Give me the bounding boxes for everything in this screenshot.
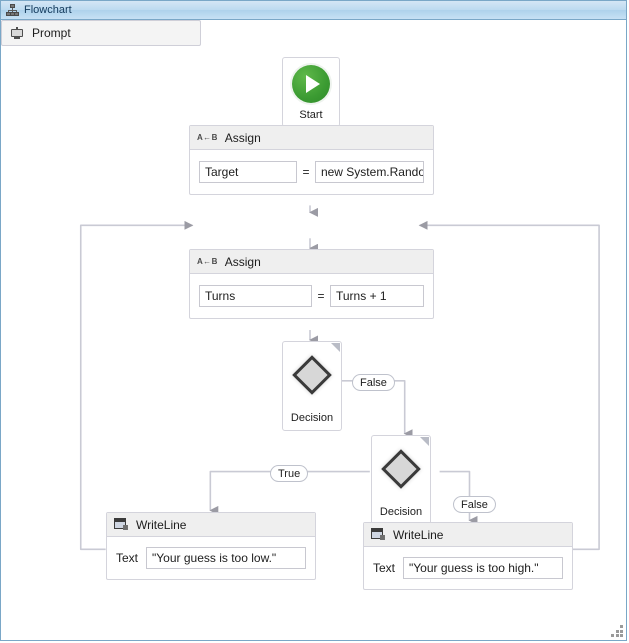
writeline-low-text-field[interactable]: "Your guess is too low." xyxy=(146,547,306,569)
assign-turns-operator: = xyxy=(317,289,325,303)
assign-turns-title: Assign xyxy=(224,254,261,269)
node-assign-turns[interactable]: A←B Assign Turns = Turns + 1 xyxy=(189,249,434,319)
window-title: Flowchart xyxy=(24,3,72,16)
decision-2-label: Decision xyxy=(379,506,423,518)
prompt-title: Prompt xyxy=(32,26,71,40)
diamond-icon xyxy=(381,449,421,489)
assign-target-body: Target = new System.Random xyxy=(190,150,433,194)
assign-target-title: Assign xyxy=(224,130,261,145)
branch-label-decision2-true: True xyxy=(270,465,309,482)
assign-turns-left-field[interactable]: Turns xyxy=(199,285,312,307)
writeline-high-title: WriteLine xyxy=(393,527,444,542)
wire-writeline-high-loopback xyxy=(418,220,600,551)
writeline-high-field-label: Text xyxy=(373,561,396,575)
branch-label-decision1-false: False xyxy=(352,374,395,391)
assign-target-left-field[interactable]: Target xyxy=(199,161,297,183)
node-writeline-low[interactable]: WriteLine Text "Your guess is too low." xyxy=(106,512,316,580)
node-assign-target[interactable]: A←B Assign Target = new System.Random xyxy=(189,125,434,195)
assign-turns-right-field[interactable]: Turns + 1 xyxy=(330,285,424,307)
window-titlebar: Flowchart xyxy=(1,1,626,20)
writeline-icon xyxy=(371,528,386,541)
wire-writeline-low-loopback xyxy=(79,220,194,551)
monitor-icon xyxy=(10,26,24,40)
decision-1-label: Decision xyxy=(290,412,334,424)
assign-target-operator: = xyxy=(302,165,310,179)
node-decision-1[interactable]: Decision xyxy=(282,341,342,431)
decision-corner-marker-icon xyxy=(420,437,429,446)
writeline-low-field-label: Text xyxy=(116,551,139,565)
node-writeline-high[interactable]: WriteLine Text "Your guess is too high." xyxy=(363,522,573,590)
diamond-icon xyxy=(292,355,332,395)
node-start[interactable]: Start xyxy=(282,57,340,127)
writeline-low-body: Text "Your guess is too low." xyxy=(107,537,315,579)
writeline-low-header: WriteLine xyxy=(107,513,315,537)
flowchart-icon xyxy=(6,4,19,16)
writeline-high-body: Text "Your guess is too high." xyxy=(364,547,572,589)
assign-target-right-field[interactable]: new System.Random xyxy=(314,161,424,183)
writeline-high-text-field[interactable]: "Your guess is too high." xyxy=(403,557,563,579)
writeline-low-title: WriteLine xyxy=(136,517,187,532)
branch-label-decision2-false: False xyxy=(453,496,496,513)
node-decision-2[interactable]: Decision xyxy=(371,435,431,525)
decision-corner-marker-icon xyxy=(331,343,340,352)
node-prompt[interactable]: Prompt xyxy=(1,20,201,46)
assign-ab-icon: A←B xyxy=(197,256,218,266)
writeline-high-header: WriteLine xyxy=(364,523,572,547)
assign-turns-header: A←B Assign xyxy=(190,250,433,274)
start-label: Start xyxy=(299,109,323,121)
play-icon xyxy=(292,65,330,103)
flowchart-canvas[interactable]: False True False Start A←B Assign Target… xyxy=(1,20,626,640)
assign-turns-body: Turns = Turns + 1 xyxy=(190,274,433,318)
resize-grip[interactable] xyxy=(611,625,623,637)
assign-target-header: A←B Assign xyxy=(190,126,433,150)
assign-ab-icon: A←B xyxy=(197,132,218,142)
writeline-icon xyxy=(114,518,129,531)
